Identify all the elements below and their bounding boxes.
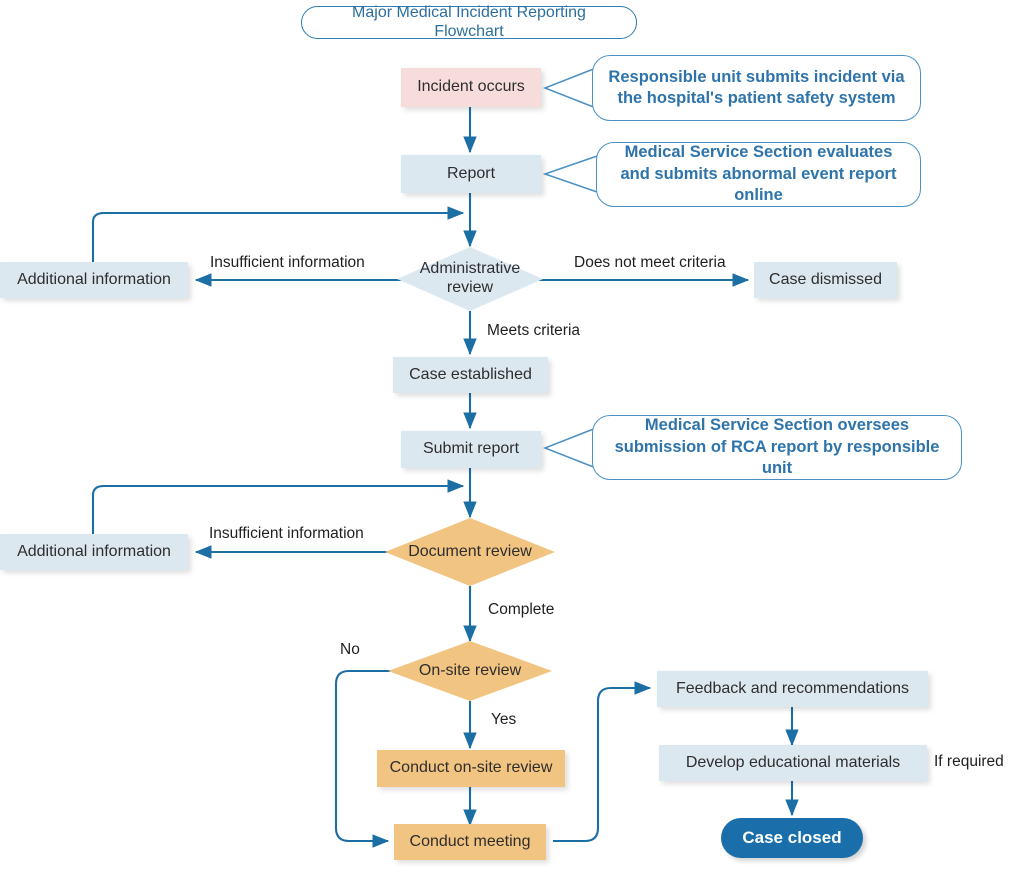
node-submit-report[interactable]: Submit report (401, 431, 541, 468)
node-report[interactable]: Report (401, 155, 541, 193)
node-conduct-onsite-review-label: Conduct on-site review (389, 759, 553, 777)
node-report-label: Report (446, 164, 496, 182)
edge-label-if-required-text: If required (934, 753, 1004, 770)
callout-report-text: Medical Service Section evaluates and su… (620, 143, 897, 205)
edge-label-insufficient-information-1: Insufficient information (210, 254, 365, 272)
edge-label-complete-text: Complete (488, 601, 555, 618)
node-additional-information-2-label: Additional information (17, 542, 171, 560)
node-conduct-meeting-label: Conduct meeting (409, 832, 531, 850)
node-develop-educational-materials-label: Develop educational materials (685, 753, 901, 771)
node-additional-information-2[interactable]: Additional information (0, 534, 188, 570)
edge-label-insufficient-information-1-text: Insufficient information (210, 254, 365, 271)
callout-report: Medical Service Section evaluates and su… (596, 142, 921, 207)
node-administrative-review-label: Administrative review (419, 260, 521, 296)
callout-submit-report: Medical Service Section oversees submiss… (592, 415, 962, 480)
chart-title-text: Major Medical Incident Reporting Flowcha… (352, 3, 586, 40)
node-document-review[interactable]: Document review (384, 517, 556, 587)
node-incident-occurs[interactable]: Incident occurs (401, 68, 541, 107)
edge-label-no-text: No (340, 641, 360, 658)
node-submit-report-label: Submit report (422, 440, 520, 458)
node-case-established[interactable]: Case established (393, 357, 548, 393)
callout-incident: Responsible unit submits incident via th… (592, 55, 921, 121)
edge-label-meets-criteria-text: Meets criteria (487, 322, 581, 339)
callout-tail-report (542, 154, 601, 194)
diamond-shape-document-review (385, 518, 555, 586)
node-case-closed[interactable]: Case closed (721, 818, 863, 858)
node-case-dismissed-label: Case dismissed (769, 270, 882, 288)
callout-incident-text: Responsible unit submits incident via th… (608, 67, 905, 107)
edge-label-insufficient-information-2-text: Insufficient information (209, 525, 364, 542)
node-feedback-and-recommendations[interactable]: Feedback and recommendations (657, 671, 928, 707)
node-administrative-review[interactable]: Administrative review (396, 246, 544, 312)
edge-label-does-not-meet-criteria-text: Does not meet criteria (574, 254, 726, 271)
callout-submit-report-text: Medical Service Section oversees submiss… (614, 416, 940, 478)
node-case-closed-label: Case closed (742, 827, 842, 847)
edge-label-if-required: If required (934, 753, 1004, 771)
node-incident-occurs-label: Incident occurs (417, 78, 525, 96)
node-onsite-review[interactable]: On-site review (387, 640, 553, 702)
node-case-dismissed[interactable]: Case dismissed (754, 262, 897, 298)
callout-tail-submit-report (542, 427, 597, 469)
edge-label-insufficient-information-2: Insufficient information (209, 525, 364, 543)
edge-label-complete: Complete (488, 601, 554, 619)
node-develop-educational-materials[interactable]: Develop educational materials (659, 745, 927, 781)
diamond-shape-onsite-review (388, 641, 552, 701)
callout-tail-incident (542, 67, 597, 109)
node-onsite-review-label: On-site review (418, 661, 522, 679)
node-feedback-and-recommendations-label: Feedback and recommendations (675, 679, 910, 697)
edge-label-yes-text: Yes (491, 711, 517, 728)
node-conduct-meeting[interactable]: Conduct meeting (394, 824, 546, 860)
node-additional-information-1-label: Additional information (17, 270, 171, 288)
node-case-established-label: Case established (409, 365, 532, 383)
node-document-review-label: Document review (408, 542, 532, 560)
node-conduct-onsite-review[interactable]: Conduct on-site review (377, 750, 565, 787)
node-additional-information-1[interactable]: Additional information (0, 262, 188, 298)
edge-label-no: No (340, 641, 360, 659)
diamond-shape-administrative-review (397, 247, 543, 311)
edge-label-meets-criteria: Meets criteria (487, 322, 580, 340)
edge-label-does-not-meet-criteria: Does not meet criteria (574, 254, 726, 272)
edge-label-yes: Yes (491, 711, 516, 729)
chart-title: Major Medical Incident Reporting Flowcha… (301, 3, 637, 40)
